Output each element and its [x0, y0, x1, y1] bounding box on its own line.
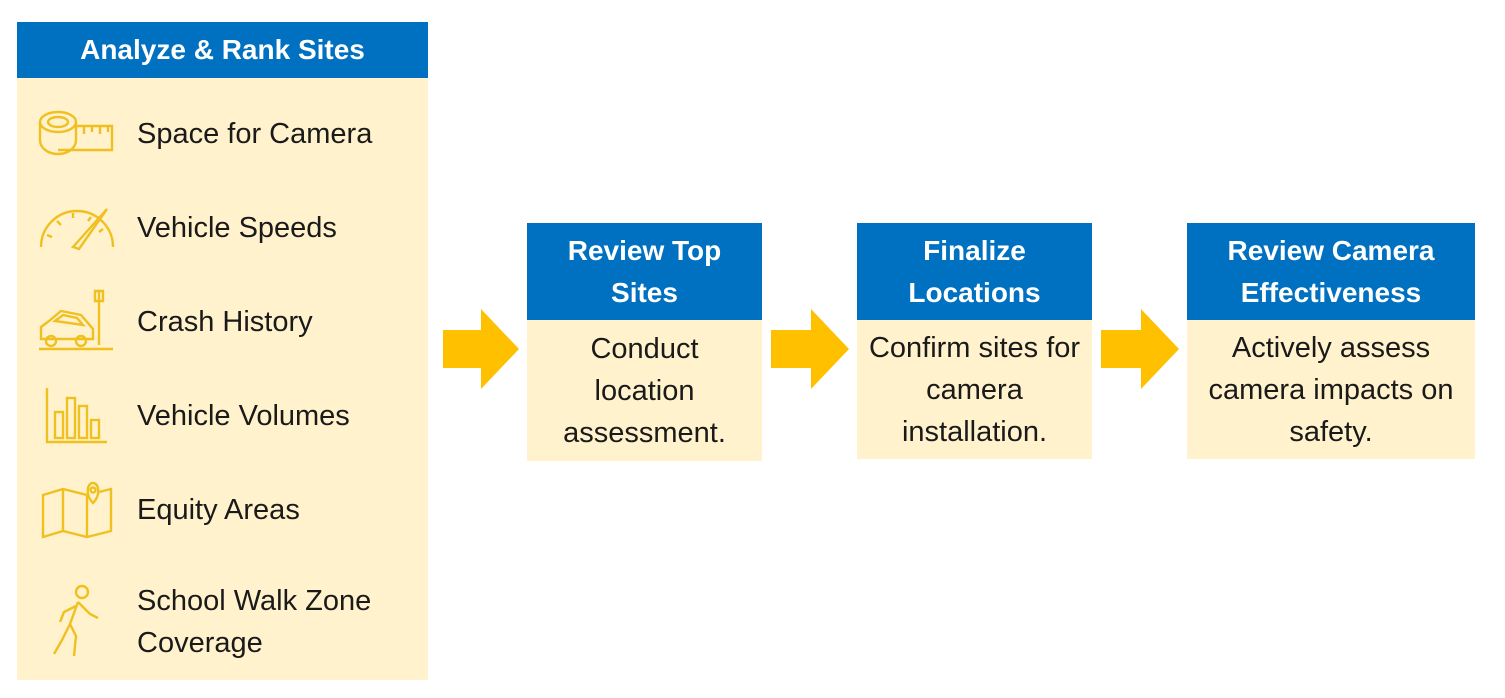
- step-title: Review Top Sites: [527, 223, 762, 320]
- criterion-label: Crash History: [137, 306, 313, 338]
- speedometer-icon: [17, 183, 137, 273]
- criterion-label: Vehicle Speeds: [137, 212, 337, 244]
- criterion-space-for-camera: Space for Camera: [17, 89, 428, 179]
- measuring-tape-icon: [17, 89, 137, 179]
- step-review-top-sites: Review Top Sites Conduct location assess…: [527, 223, 762, 461]
- criterion-label: School Walk Zone Coverage: [137, 585, 372, 659]
- criterion-school-walk-zone: School Walk Zone Coverage: [17, 574, 428, 670]
- step-description: Confirm sites for camera installation.: [868, 331, 1081, 448]
- step-review-camera-effectiveness: Review Camera Effectiveness Actively ass…: [1187, 223, 1475, 459]
- arrow-right-icon: [1101, 309, 1179, 389]
- criterion-crash-history: Crash History: [17, 277, 428, 367]
- pedestrian-icon: [17, 577, 137, 667]
- arrow-right-icon: [771, 309, 849, 389]
- step-title: Review Camera Effectiveness: [1187, 223, 1475, 320]
- criteria-panel: Analyze & Rank Sites Space for Camera Ve…: [17, 22, 428, 680]
- criterion-vehicle-speeds: Vehicle Speeds: [17, 183, 428, 273]
- criterion-label: Equity Areas: [137, 494, 300, 526]
- step-description: Actively assess camera impacts on safety…: [1208, 331, 1454, 448]
- panel-title: Analyze & Rank Sites: [17, 22, 428, 78]
- arrow-right-icon: [443, 309, 519, 389]
- step-title: Finalize Locations: [857, 223, 1092, 320]
- step-finalize-locations: Finalize Locations Confirm sites for cam…: [857, 223, 1092, 459]
- criterion-vehicle-volumes: Vehicle Volumes: [17, 371, 428, 461]
- step-description: Conduct location assessment.: [563, 332, 726, 449]
- criterion-equity-areas: Equity Areas: [17, 465, 428, 555]
- bar-chart-icon: [17, 371, 137, 461]
- criterion-label: Space for Camera: [137, 118, 373, 150]
- map-pin-icon: [17, 465, 137, 555]
- criterion-label: Vehicle Volumes: [137, 400, 350, 432]
- car-crash-icon: [17, 277, 137, 367]
